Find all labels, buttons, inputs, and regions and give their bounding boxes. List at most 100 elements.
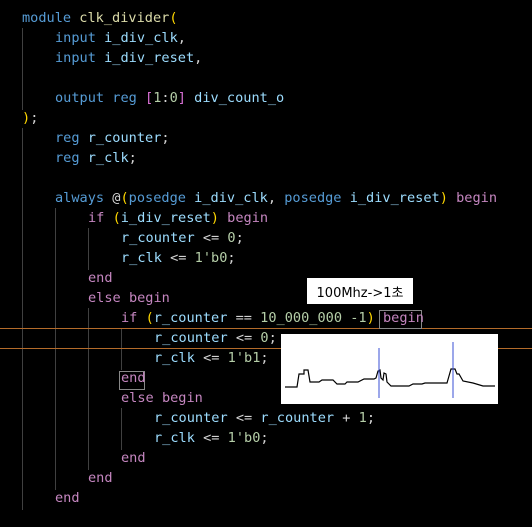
- keyword: input: [55, 30, 96, 46]
- code-line: r_clk <= 1'b1;: [154, 348, 269, 368]
- annotation-label: 100Mhz->1초: [316, 285, 404, 301]
- operator: <=: [235, 330, 253, 346]
- code-line: if (i_div_reset) begin: [88, 208, 268, 228]
- indent-guide: [55, 208, 56, 490]
- identifier: r_clk: [154, 350, 195, 366]
- keyword: end: [88, 270, 113, 286]
- number: 1'b0: [194, 250, 228, 266]
- identifier: i_div_reset: [349, 190, 440, 206]
- identifier: r_counter: [121, 230, 195, 246]
- identifier: r_counter: [260, 410, 335, 426]
- punctuation: ;: [235, 230, 244, 246]
- keyword: begin: [128, 290, 170, 306]
- punctuation: ;: [260, 430, 269, 446]
- keyword: reg: [55, 150, 80, 166]
- current-line-top-border: [0, 328, 532, 329]
- punctuation: :: [161, 90, 170, 106]
- keyword: begin: [456, 190, 498, 206]
- identifier: r_clk: [154, 430, 195, 446]
- code-line: r_counter <= r_counter + 1;: [154, 408, 375, 428]
- punctuation: ,: [267, 190, 277, 206]
- keyword: output reg: [55, 90, 137, 106]
- keyword: begin: [382, 310, 424, 326]
- keyword: else: [88, 290, 121, 306]
- bracket: [: [145, 90, 154, 106]
- indent-guide: [22, 128, 23, 510]
- current-line-bottom-border: [0, 348, 532, 349]
- code-line: reg r_clk;: [55, 148, 137, 168]
- keyword: end: [88, 470, 113, 486]
- keyword: if: [88, 210, 105, 226]
- operator: <=: [202, 230, 220, 246]
- punctuation: ;: [128, 150, 137, 166]
- number: -1: [350, 310, 367, 326]
- number: 1'b0: [227, 430, 261, 446]
- code-line: r_counter <= 0;: [154, 328, 277, 348]
- code-line: else begin: [88, 288, 170, 308]
- code-line: r_counter <= 0;: [121, 228, 244, 248]
- keyword: if: [121, 310, 138, 326]
- operator: <=: [203, 430, 220, 446]
- identifier: r_counter: [153, 310, 228, 326]
- identifier: r_counter: [154, 330, 228, 346]
- keyword: else: [121, 390, 154, 406]
- bracket-match-begin: [379, 310, 422, 329]
- operator: +: [342, 410, 351, 426]
- punctuation: ,: [194, 50, 203, 66]
- keyword: end: [121, 370, 146, 386]
- frequency-annotation: 100Mhz->1초: [307, 278, 413, 304]
- code-line: end: [121, 448, 146, 468]
- keyword: posedge: [284, 190, 342, 206]
- identifier: r_clk: [121, 250, 162, 266]
- bracket: (: [112, 210, 121, 226]
- bracket: ): [210, 210, 219, 226]
- operator: <=: [170, 250, 187, 266]
- identifier: r_counter: [87, 130, 162, 146]
- number: 0: [227, 230, 236, 246]
- code-line: input i_div_reset,: [55, 48, 202, 68]
- waveform-graphic: [285, 342, 495, 398]
- code-line: output reg [1:0] div_count_o: [55, 88, 284, 108]
- punctuation: ,: [177, 30, 186, 46]
- code-line: module clk_divider(: [22, 8, 178, 28]
- operator: <=: [203, 350, 220, 366]
- indent-guide: [121, 408, 122, 450]
- number: 1: [153, 90, 162, 106]
- waveform-trace: [285, 368, 495, 388]
- indent-guide: [88, 308, 89, 470]
- identifier: i_div_reset: [120, 210, 211, 226]
- punctuation: ;: [260, 350, 269, 366]
- operator: <=: [235, 410, 253, 426]
- bracket: ): [439, 190, 448, 206]
- keyword: input: [55, 50, 96, 66]
- identifier: i_div_reset: [104, 50, 195, 66]
- keyword: module: [22, 10, 72, 26]
- code-line: end: [88, 268, 113, 288]
- identifier: i_div_clk: [104, 30, 178, 46]
- code-line: r_clk <= 1'b0;: [121, 248, 236, 268]
- code-line: always @(posedge i_div_clk, posedge i_di…: [55, 188, 497, 208]
- punctuation: ;: [366, 410, 376, 426]
- keyword: begin: [227, 210, 269, 226]
- identifier: clk_divider: [79, 10, 170, 26]
- number: 0: [260, 330, 269, 346]
- punctuation: ;: [30, 110, 39, 126]
- code-line: end: [121, 368, 146, 388]
- bracket: ): [366, 310, 375, 326]
- keyword: posedge: [128, 190, 186, 206]
- code-line: input i_div_clk,: [55, 28, 186, 48]
- keyword: begin: [161, 390, 203, 406]
- indent-guide: [22, 28, 23, 110]
- indent-guide: [121, 328, 122, 370]
- code-line: else begin: [121, 388, 203, 408]
- code-line: );: [22, 108, 38, 128]
- punctuation: ;: [227, 250, 236, 266]
- bracket: ]: [177, 90, 186, 106]
- operator: ==: [235, 310, 252, 326]
- bracket: ): [22, 110, 31, 126]
- waveform-image: [281, 334, 498, 404]
- punctuation: ;: [268, 330, 277, 346]
- number: 10_000_000: [260, 310, 343, 326]
- punctuation: ;: [161, 130, 170, 146]
